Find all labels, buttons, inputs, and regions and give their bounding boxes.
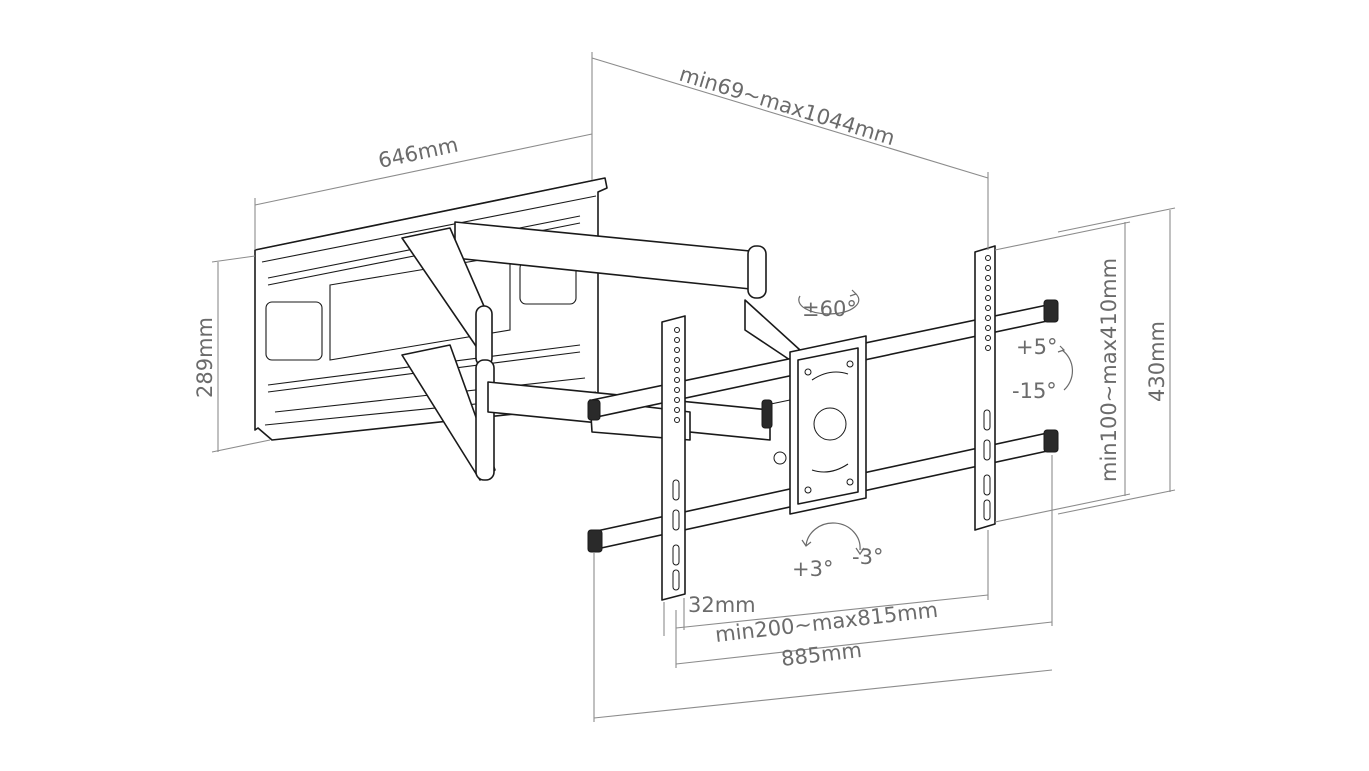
label-vesa-vertical: min100~max410mm [1097,258,1121,482]
label-swivel-angle: ±60° [802,297,857,321]
right-bracket-holes [983,255,991,521]
label-overall-width: 885mm [780,638,863,671]
left-bracket-holes [672,327,680,591]
dim-overall-height [1057,207,1176,515]
label-tilt-up: +5° [1016,335,1057,359]
dim-arm-extension [591,57,989,250]
label-level-minus: -3° [852,545,883,569]
tilt-arrow-icon [1057,345,1074,391]
label-rail-offset: 32mm [688,593,756,617]
level-arrow-icon [801,522,865,556]
dim-overall-width [593,455,1053,722]
label-tilt-down: -15° [1012,379,1057,403]
left-tv-bracket [661,315,686,601]
label-arm-extension: min69~max1044mm [677,62,898,150]
right-tv-bracket [974,245,996,531]
dim-vesa-horizontal [675,530,989,629]
dim-wall-plate-height [211,255,271,453]
label-wall-plate-height: 289mm [193,317,217,398]
dim-rail-offset [663,598,685,636]
swivel-arrow-icon [798,289,860,315]
label-overall-height: 430mm [1145,321,1169,402]
label-wall-plate-width: 646mm [376,133,460,173]
upper-arm [401,221,767,367]
dim-wall-plate-width [254,52,593,250]
dim-vesa-vertical [994,221,1131,523]
tilt-head-plate [761,335,867,515]
label-level-plus: +3° [792,557,833,581]
